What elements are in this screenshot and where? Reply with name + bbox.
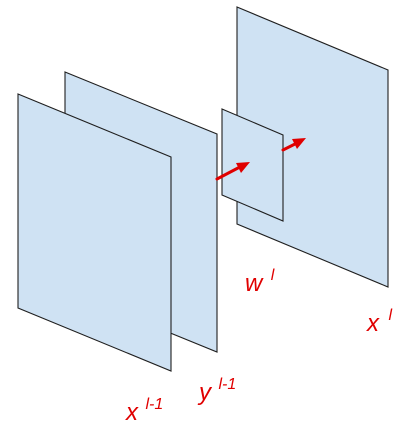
panel-x-previous [17,93,172,372]
arrow-out-of-kernel [281,142,297,152]
label-w-kernel: w l [245,267,275,297]
label-x-previous-superscript: l-1 [145,396,163,413]
label-y-previous-base: y [197,379,213,406]
arrow-into-kernel [215,166,240,181]
panel-w-kernel [221,108,284,222]
label-x-previous: x l-1 [125,396,163,426]
arrow-out-of-kernel-head [292,138,306,149]
label-w-kernel-superscript: l [271,267,275,284]
label-x-current-superscript: l [388,307,392,324]
label-x-previous-base: x [125,399,139,426]
arrow-into-kernel-head [236,162,250,173]
label-w-kernel-base: w [245,270,264,297]
label-x-current-base: x [366,310,380,337]
label-y-previous-superscript: l-1 [218,376,236,393]
label-y-previous: y l-1 [197,376,236,406]
label-x-current: x l [366,307,392,337]
